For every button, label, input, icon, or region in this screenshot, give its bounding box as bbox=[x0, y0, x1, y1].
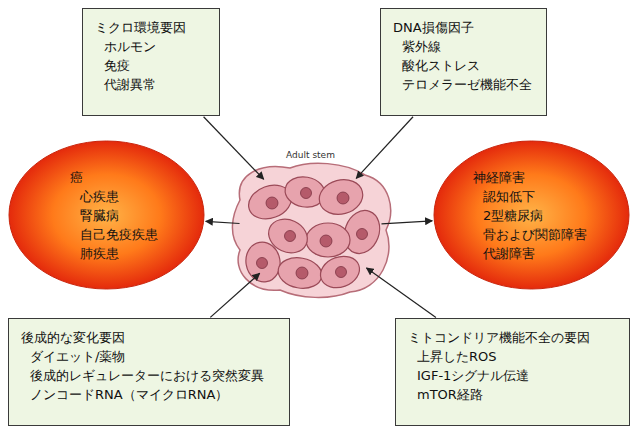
list-item: 認知低下 bbox=[473, 187, 630, 206]
arrow-connector bbox=[366, 268, 435, 318]
list-item: 腎臓病 bbox=[70, 206, 205, 225]
stem-cell-node: Adult stem bbox=[228, 150, 393, 300]
list-item: 骨および関節障害 bbox=[473, 225, 630, 244]
heading: ミクロ環境要因 bbox=[95, 18, 207, 37]
list-item: テロメラーゼ機能不全 bbox=[393, 75, 534, 94]
list-item: 免疫 bbox=[95, 56, 207, 75]
list-item: ダイエット/薬物 bbox=[21, 347, 277, 366]
list-item: 酸化ストレス bbox=[393, 56, 534, 75]
heading: 癌 bbox=[70, 168, 205, 187]
factor-box: 後成的な変化要因ダイエット/薬物後成的レギュレーターにおける突然変異ノンコードR… bbox=[8, 318, 290, 426]
heading: 後成的な変化要因 bbox=[21, 328, 277, 347]
list-item: 2型糖尿病 bbox=[473, 206, 630, 225]
nuclei bbox=[257, 188, 368, 280]
list-item: 代謝障害 bbox=[473, 244, 630, 263]
disease-ellipse: 癌心疾患腎臓病自己免疫疾患肺疾患 bbox=[8, 140, 205, 290]
factor-box: ミトコンドリア機能不全の要因上昇したROSIGF-1シグナル伝達mTOR経路 bbox=[395, 318, 630, 426]
list-item: 自己免疫疾患 bbox=[70, 225, 205, 244]
list-item: IGF-1シグナル伝達 bbox=[408, 366, 617, 385]
list-item: 心疾患 bbox=[70, 187, 205, 206]
arrow-connector bbox=[381, 221, 432, 224]
cells bbox=[243, 174, 386, 293]
list-item: 上昇したROS bbox=[408, 347, 617, 366]
list-item: mTOR経路 bbox=[408, 385, 617, 404]
list-item: 代謝異常 bbox=[95, 75, 207, 94]
ellipse-fill bbox=[9, 141, 204, 289]
heading: 神経障害 bbox=[473, 168, 630, 187]
cell-cluster bbox=[232, 163, 390, 297]
heading: ミトコンドリア機能不全の要因 bbox=[408, 328, 617, 347]
list-item: ホルモン bbox=[95, 37, 207, 56]
list-item: 肺疾患 bbox=[70, 244, 205, 263]
heading: DNA損傷因子 bbox=[393, 18, 534, 37]
ellipse-fill bbox=[434, 141, 629, 289]
factor-box: DNA損傷因子紫外線酸化ストレステロメラーゼ機能不全 bbox=[380, 8, 547, 116]
arrow-connector bbox=[206, 221, 240, 223]
label-patch: Adult stem bbox=[284, 150, 337, 160]
arrow-connector bbox=[356, 117, 413, 179]
factor-box: ミクロ環境要因ホルモン免疫代謝異常 bbox=[82, 8, 220, 116]
heading: Adult stem bbox=[228, 150, 393, 161]
arrow-connector bbox=[204, 117, 264, 180]
list-item: ノンコードRNA（マイクロRNA） bbox=[21, 385, 277, 404]
arrow-connector bbox=[210, 273, 259, 317]
list-item: 紫外線 bbox=[393, 37, 534, 56]
list-item: 後成的レギュレーターにおける突然変異 bbox=[21, 366, 277, 385]
disease-ellipse: 神経障害認知低下2型糖尿病骨および関節障害代謝障害 bbox=[433, 140, 630, 290]
